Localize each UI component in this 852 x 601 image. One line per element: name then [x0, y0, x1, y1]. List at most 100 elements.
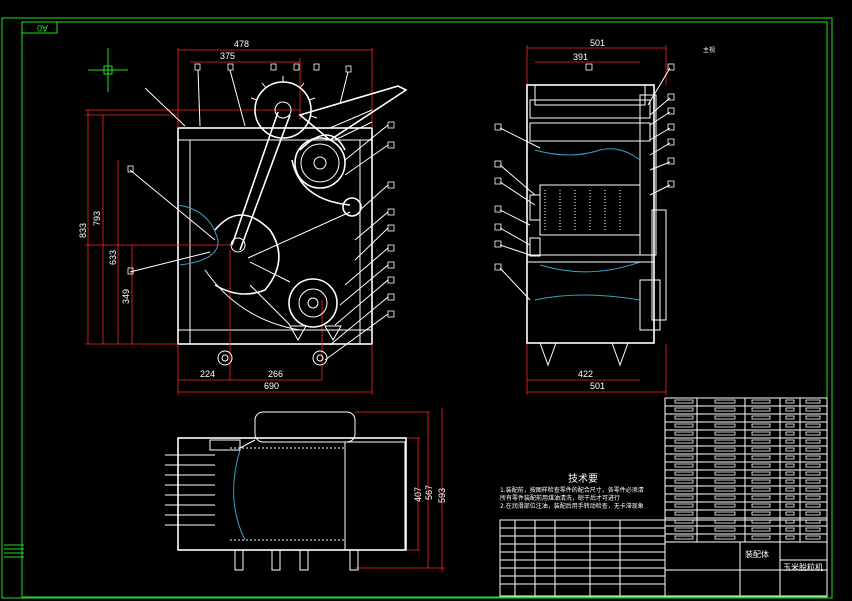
front-dim-left-2: 793 [92, 211, 102, 226]
parts-list-cell-mark [785, 471, 795, 476]
front-dim-top-inner: 375 [220, 51, 235, 61]
crosshair-cursor [88, 48, 128, 92]
tech-req-line-2: 所有零件装配前用煤油清洗，晾干后才可进行 [500, 494, 620, 502]
parts-list-cell-mark [674, 439, 694, 444]
parts-list-cell-mark [714, 407, 736, 412]
tech-req-title: 技术要 [568, 472, 598, 485]
parts-list-cell-mark [805, 479, 821, 484]
plan-dim-right-1: 407 [413, 487, 423, 502]
sheet-outer-border [1, 17, 833, 599]
parts-list-cell-mark [805, 463, 821, 468]
parts-list-cell-mark [785, 415, 795, 420]
plan-chute-curve [233, 449, 246, 541]
parts-list-cell-mark [674, 479, 694, 484]
front-chute-curve [177, 204, 219, 266]
parts-list-cell-mark [751, 535, 771, 540]
parts-list-cell-mark [714, 455, 736, 460]
parts-list-cell-mark [674, 399, 694, 404]
parts-list-cell-mark [805, 535, 821, 540]
parts-list-cell-mark [805, 495, 821, 500]
parts-list-cell-mark [751, 487, 771, 492]
parts-list-cell-mark [674, 527, 694, 532]
parts-list-cell-mark [674, 407, 694, 412]
parts-list-table [664, 397, 828, 543]
parts-list-cell-mark [785, 455, 795, 460]
parts-list-cell-mark [805, 527, 821, 532]
title-block: 装配体 玉米脱粒机 [499, 519, 828, 597]
front-dim-left-3: 633 [108, 250, 118, 265]
parts-list-cell-mark [805, 439, 821, 444]
parts-list-cell-mark [785, 431, 795, 436]
tech-req-line-1: 1.装配前，按图样检查零件的配合尺寸，各零件必须清 [500, 486, 644, 494]
parts-list-cell-mark [785, 503, 795, 508]
parts-list-cell-mark [751, 511, 771, 516]
parts-list-cell-mark [674, 415, 694, 420]
parts-list-cell-mark [785, 527, 795, 532]
parts-list-cell-mark [751, 503, 771, 508]
title-block-drawing-name: 玉米脱粒机 [783, 562, 823, 572]
parts-list-cell-mark [674, 431, 694, 436]
parts-list-cell-mark [805, 511, 821, 516]
parts-list-cell-mark [714, 463, 736, 468]
plan-view: 407 567 593 [165, 408, 447, 572]
parts-list-cell-mark [805, 407, 821, 412]
sheet-edge-markers [4, 544, 24, 558]
front-dim-left-1: 833 [78, 223, 88, 238]
title-block-assembly-label: 装配体 [745, 549, 769, 559]
parts-list-cell-mark [674, 447, 694, 452]
parts-list-cell-mark [674, 463, 694, 468]
parts-list-cell-mark [674, 423, 694, 428]
parts-list-cell-mark [751, 471, 771, 476]
side-dim-top-width: 501 [590, 38, 605, 48]
parts-list-cell-mark [714, 431, 736, 436]
side-dim-top-inner: 391 [573, 52, 588, 62]
parts-list-cell-mark [751, 439, 771, 444]
parts-list-cell-mark [751, 463, 771, 468]
parts-list-cell-mark [805, 487, 821, 492]
parts-list-cell-mark [714, 399, 736, 404]
parts-list-cell-mark [785, 399, 795, 404]
parts-list-cell-mark [714, 479, 736, 484]
parts-list-cell-mark [751, 479, 771, 484]
tech-req-line-3: 2.在润滑部位注油，装配后用手转动检查，无卡滞现象 [500, 502, 644, 510]
parts-list-cell-mark [785, 407, 795, 412]
parts-list-cell-mark [805, 399, 821, 404]
parts-list-cell-mark [751, 399, 771, 404]
parts-list-cell-mark [785, 423, 795, 428]
parts-list-cell-mark [785, 511, 795, 516]
side-dim-bottom-2: 501 [590, 381, 605, 391]
parts-list-cell-mark [751, 447, 771, 452]
side-chute-curve [534, 148, 641, 161]
sheet-size-label: A0 [37, 23, 48, 33]
parts-list-cell-mark [714, 503, 736, 508]
parts-list-cell-mark [785, 487, 795, 492]
parts-list-cell-mark [751, 407, 771, 412]
front-view: 478 375 833 793 633 349 224 266 690 [78, 39, 408, 395]
parts-list-cell-mark [714, 439, 736, 444]
parts-list-cell-mark [805, 503, 821, 508]
parts-list-cell-mark [785, 479, 795, 484]
front-dim-bottom-3: 690 [264, 381, 279, 391]
parts-list-cell-mark [714, 471, 736, 476]
parts-list-cell-mark [751, 431, 771, 436]
parts-list-cell-mark [751, 415, 771, 420]
parts-list-cell-mark [805, 447, 821, 452]
parts-list-cell-mark [714, 511, 736, 516]
front-dim-bottom-1: 224 [200, 369, 215, 379]
parts-list-cell-mark [714, 535, 736, 540]
side-view-label: 主视 [703, 46, 715, 54]
parts-list-cell-mark [751, 455, 771, 460]
parts-list-cell-mark [751, 423, 771, 428]
side-dim-bottom-1: 422 [578, 369, 593, 379]
parts-list-cell-mark [785, 447, 795, 452]
front-dim-left-4: 349 [121, 289, 131, 304]
plan-dim-right-3: 593 [437, 488, 447, 503]
parts-list-cell-mark [674, 471, 694, 476]
parts-list-cell-mark [714, 415, 736, 420]
parts-list-cell-mark [714, 527, 736, 532]
parts-list-cell-mark [751, 527, 771, 532]
parts-list-cell-mark [805, 431, 821, 436]
parts-list-cell-mark [785, 495, 795, 500]
parts-list-cell-mark [714, 487, 736, 492]
